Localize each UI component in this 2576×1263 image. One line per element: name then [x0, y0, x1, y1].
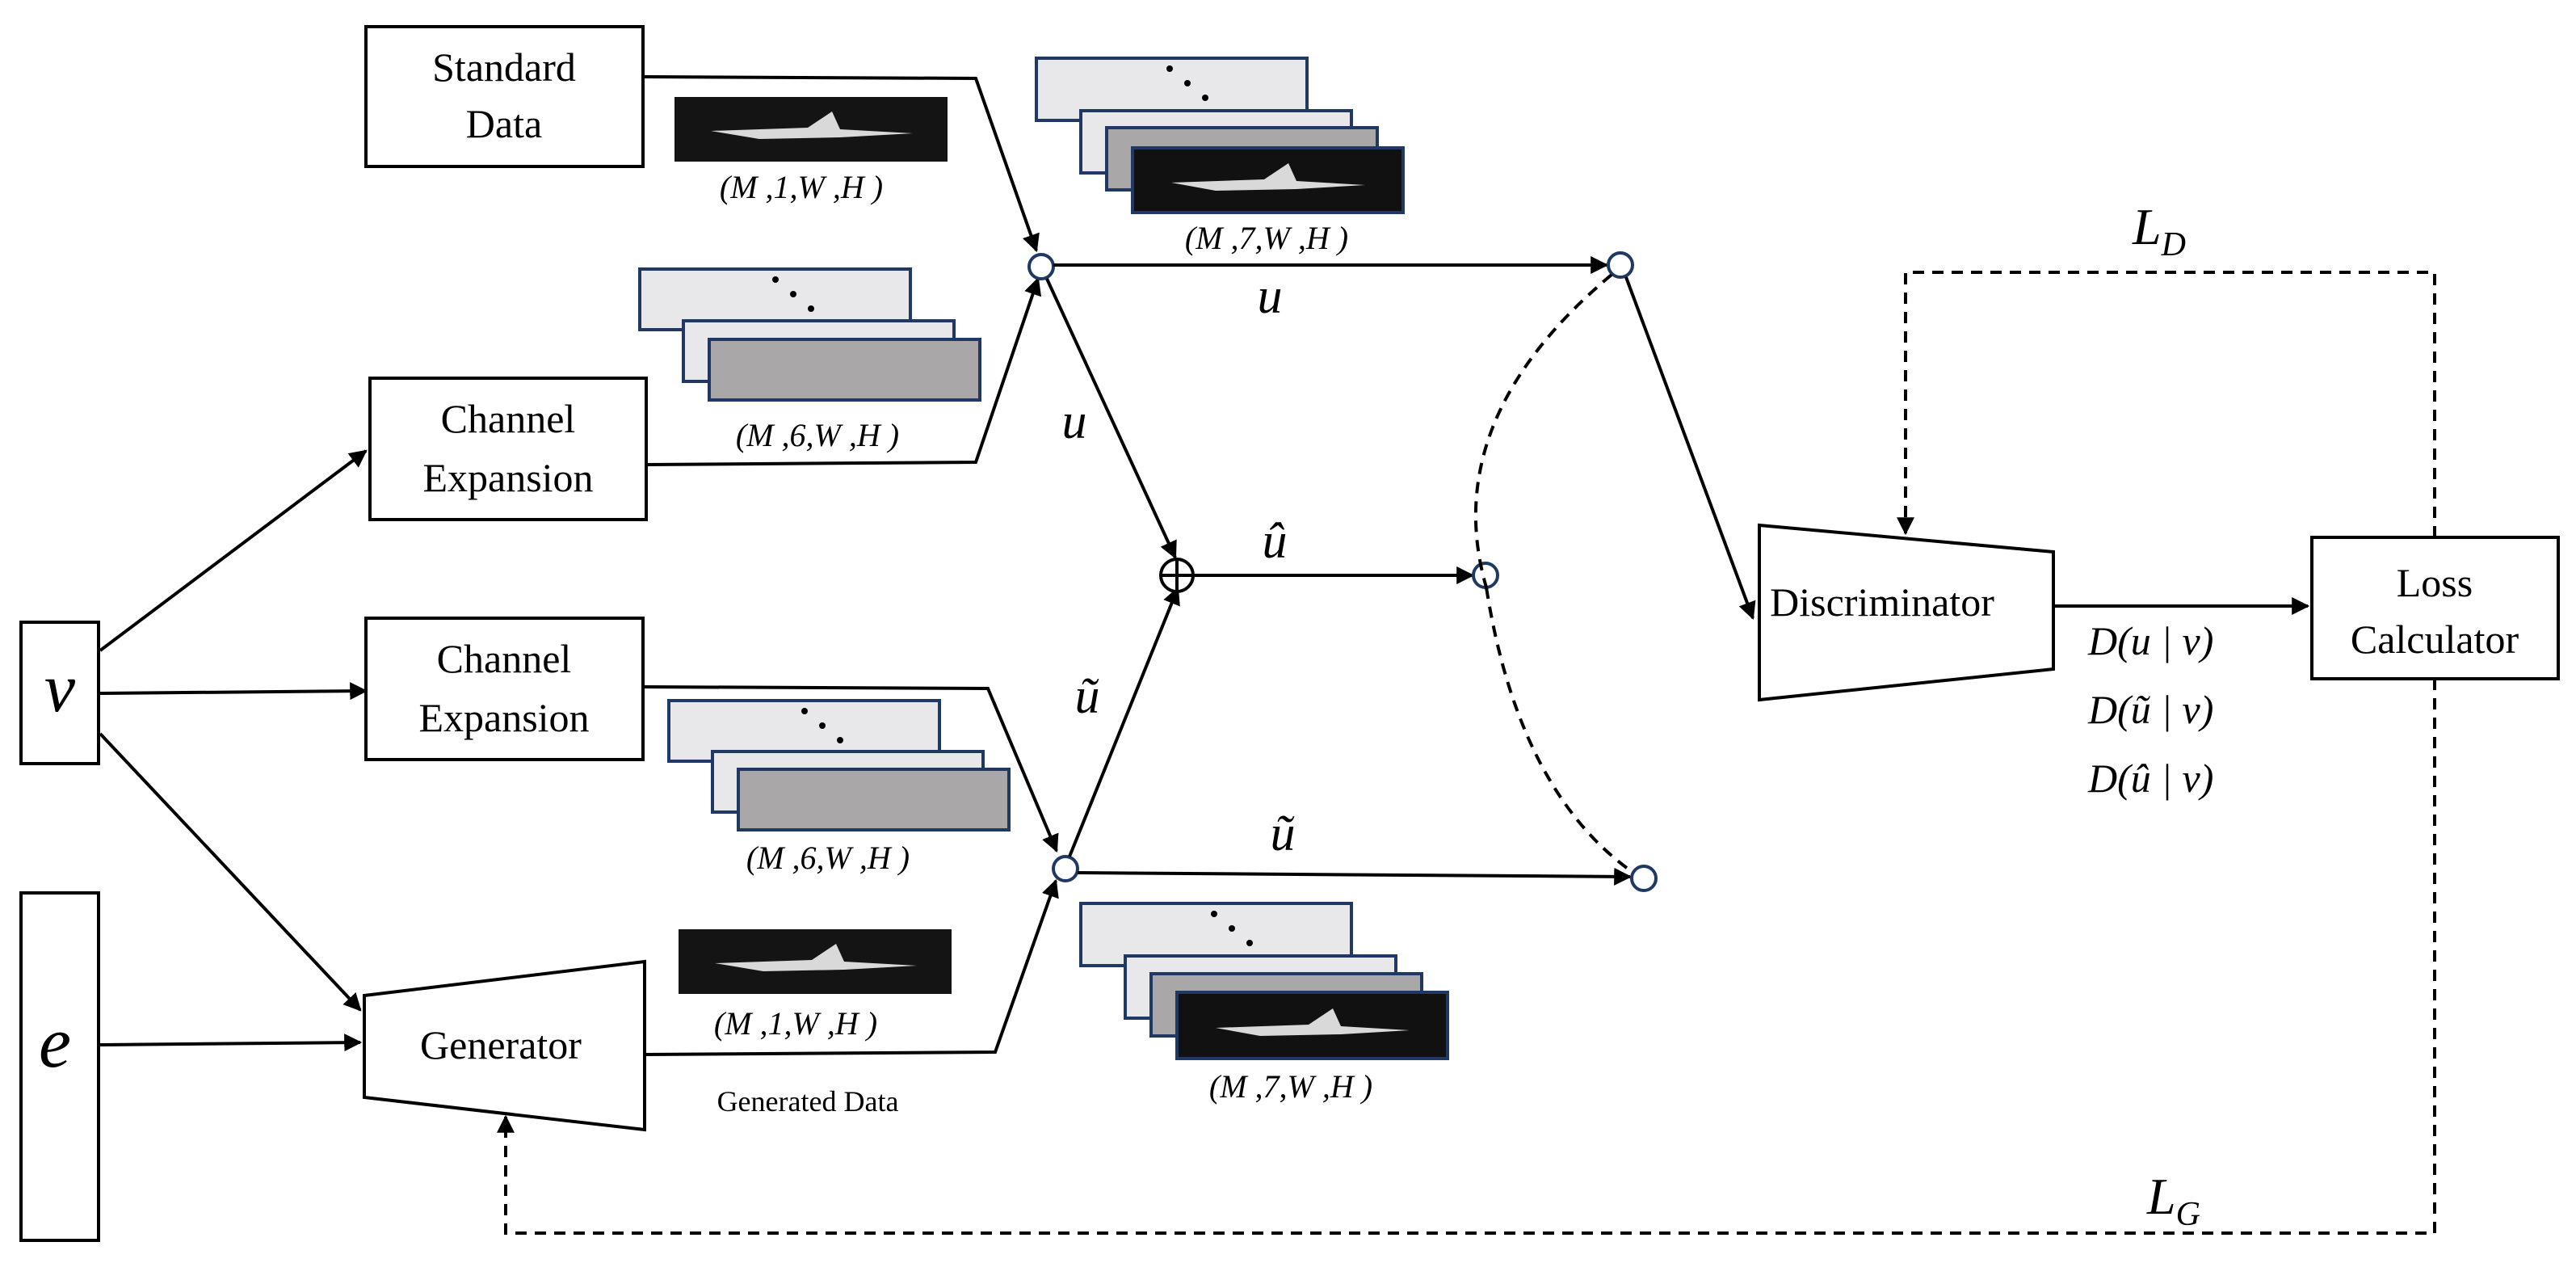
switch-node-fake	[1630, 865, 1658, 892]
input-e-label: e	[39, 1003, 71, 1083]
line-standard-to-junction	[642, 75, 1040, 253]
input-v-label: ν	[44, 649, 76, 726]
stack-expansion-2	[667, 699, 1011, 831]
discriminator-block: Discriminator	[1758, 523, 2055, 702]
label-u-top: u	[1258, 269, 1283, 324]
channel-expansion-box-2: Channel Expansion	[364, 617, 645, 761]
dim-label-generated: (M ,1,W ,H )	[714, 1005, 877, 1042]
line-real-to-plus	[1045, 278, 1177, 559]
output-label-real: D(u | ν)	[2087, 618, 2213, 663]
output-label-fake: D(ũ | ν)	[2087, 687, 2213, 732]
arrow-v-to-expansion-1	[99, 449, 368, 652]
feedback-loss-d	[1897, 271, 2436, 537]
line-switch-to-discriminator	[1624, 276, 1756, 621]
switch-arc-upper	[1473, 273, 1613, 588]
generator-label: Generator	[420, 1022, 582, 1067]
discriminator-label: Discriminator	[1770, 579, 1994, 625]
channel-expansion-2-label-1: Channel	[437, 636, 572, 681]
standard-data-label-2: Data	[466, 101, 542, 146]
stack-combined-real	[1035, 57, 1405, 214]
switch-arc-lower	[1485, 587, 1635, 874]
input-e-box: e	[19, 891, 100, 1242]
label-u-tilde-diagonal: ũ	[1075, 669, 1100, 724]
dim-label-standard: (M ,1,W ,H )	[720, 169, 883, 205]
stack-expansion-1	[638, 267, 981, 402]
line-expansion2-to-junction	[642, 685, 1059, 853]
junction-real	[1027, 253, 1055, 280]
generated-data-image	[679, 929, 952, 994]
standard-data-box: Standard Data	[364, 25, 645, 168]
junction-fake	[1052, 855, 1079, 882]
arrow-v-to-generator	[99, 732, 362, 1012]
dim-label-expansion-1: (M ,6,W ,H )	[736, 417, 899, 453]
caption-generated-data: Generated Data	[717, 1085, 899, 1118]
feedback-loss-g	[497, 679, 2436, 1235]
channel-expansion-2-label-2: Expansion	[418, 695, 589, 740]
dim-label-combined-real: (M ,7,W ,H )	[1185, 220, 1348, 256]
loss-calculator-label-2: Calculator	[2351, 617, 2519, 662]
dim-label-expansion-2: (M ,6,W ,H )	[746, 840, 910, 876]
label-loss-d: LD	[2132, 198, 2186, 263]
input-v-box: ν	[19, 621, 100, 765]
dim-label-combined-fake: (M ,7,W ,H )	[1209, 1068, 1372, 1105]
generator-block: Generator	[363, 959, 646, 1132]
stack-combined-fake	[1079, 902, 1449, 1060]
label-u-diagonal: u	[1062, 394, 1087, 449]
channel-expansion-1-label-1: Channel	[441, 396, 576, 441]
loss-calculator-box: Loss Calculator	[2310, 536, 2560, 680]
switch-node-real	[1607, 251, 1634, 279]
sum-node	[1159, 558, 1195, 593]
label-loss-g: LG	[2146, 1168, 2200, 1233]
channel-expansion-1-label-2: Expansion	[422, 455, 593, 500]
standard-data-image	[674, 97, 948, 162]
loss-calculator-label-1: Loss	[2397, 560, 2473, 605]
label-u-hat: û	[1263, 514, 1288, 569]
arrow-e-to-generator	[99, 1034, 363, 1052]
line-expansion1-to-junction	[645, 276, 1042, 466]
label-u-tilde-bottom: ũ	[1271, 806, 1296, 861]
line-generator-to-junction	[644, 878, 1059, 1056]
line-fake-to-switch	[1077, 867, 1633, 886]
channel-expansion-box-1: Channel Expansion	[368, 377, 648, 521]
line-fake-to-plus	[1068, 586, 1180, 857]
output-label-mixed: D(û | ν)	[2087, 756, 2213, 801]
arrow-v-to-expansion-2	[99, 682, 368, 701]
standard-data-label-1: Standard	[432, 44, 576, 90]
